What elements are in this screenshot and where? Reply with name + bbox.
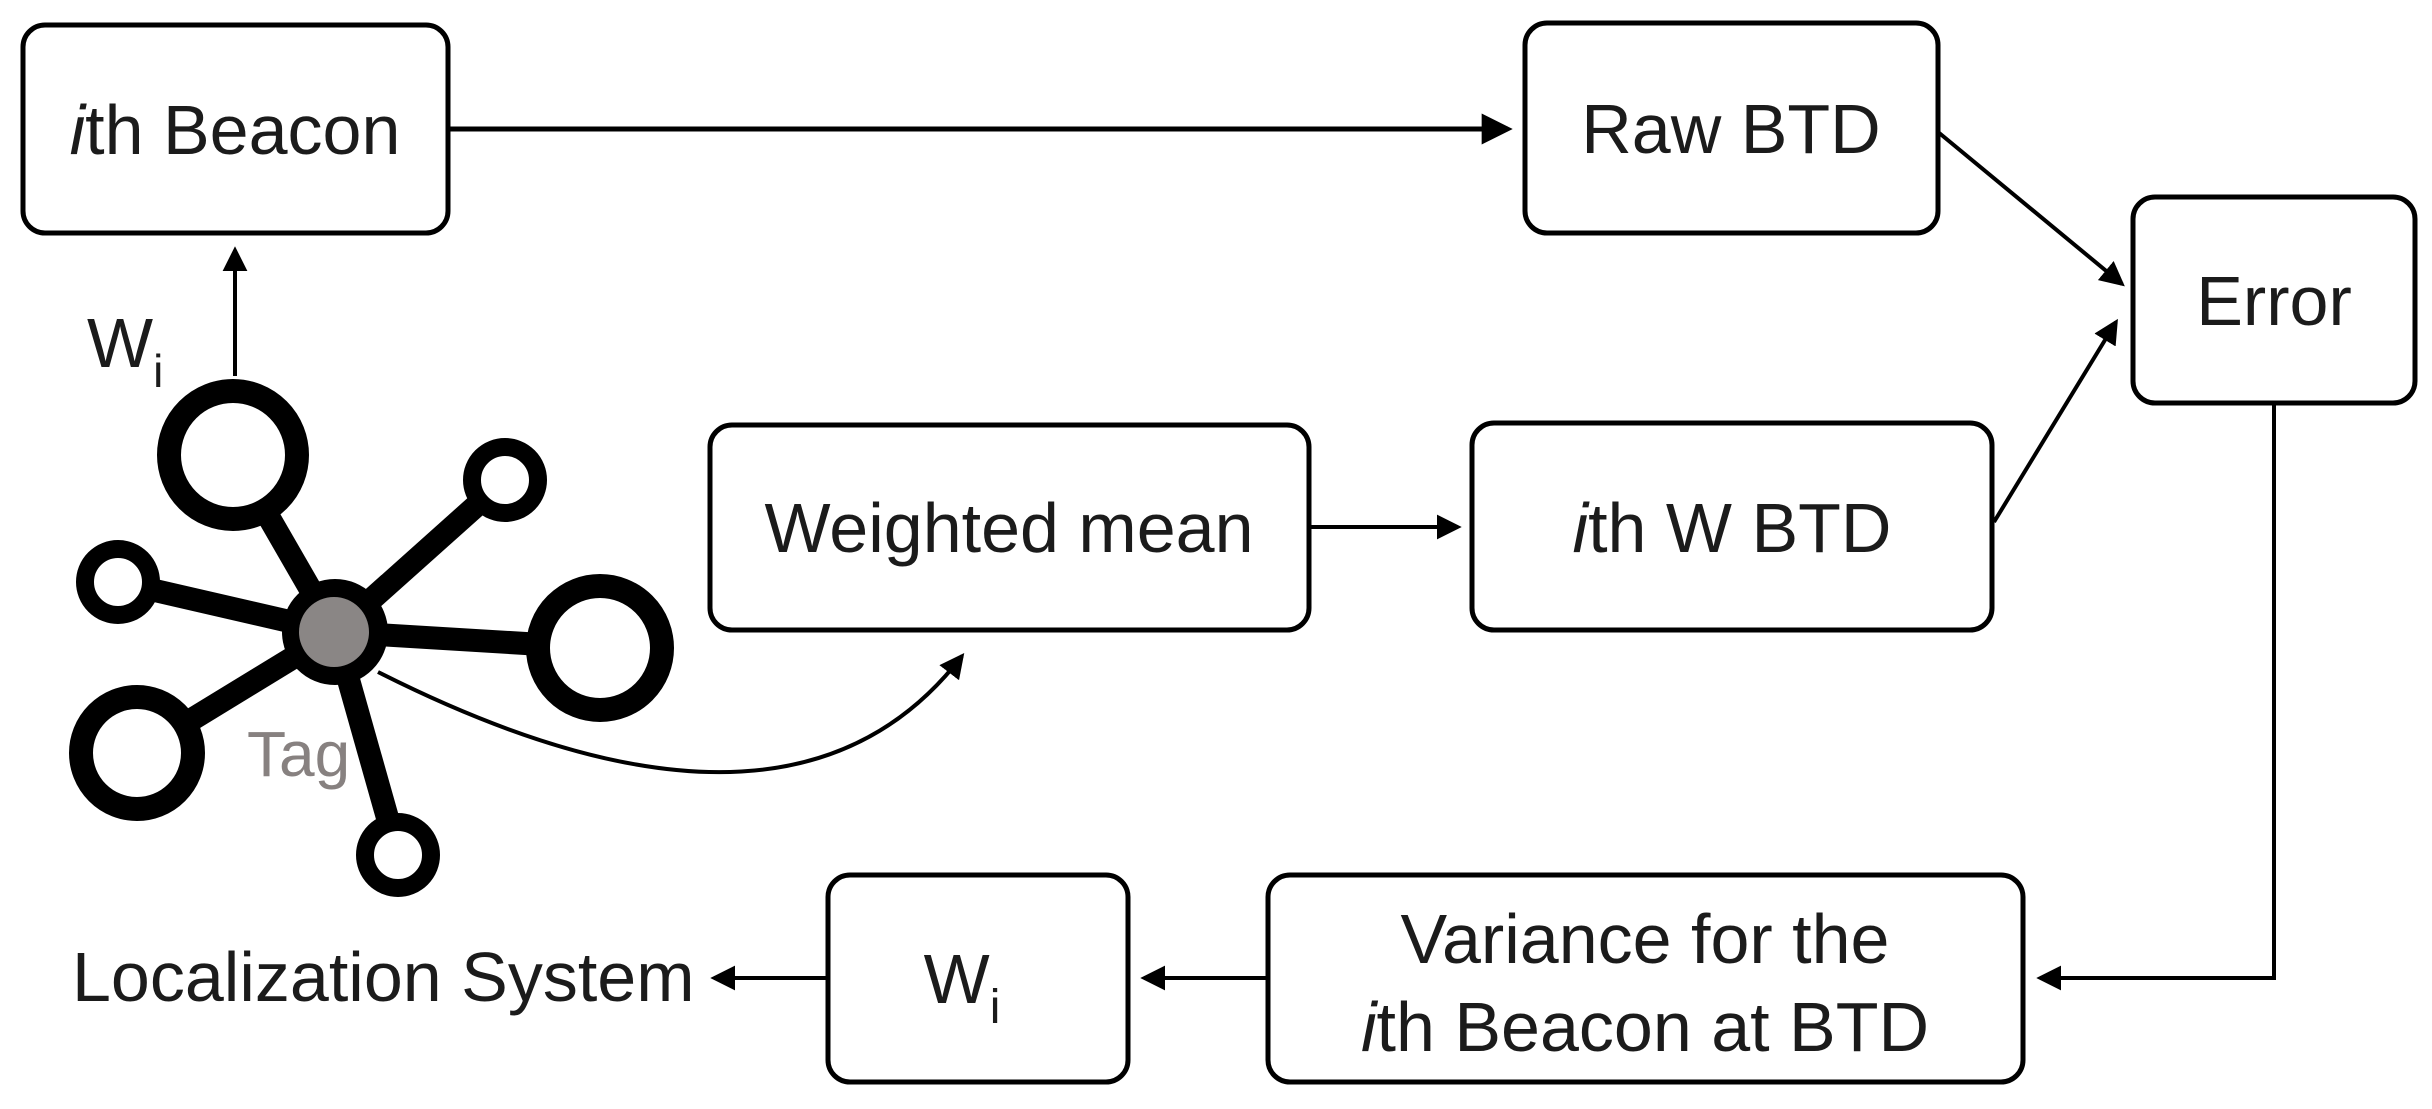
node-variance: Variance for the ith Beacon at BTD (1265, 872, 2026, 1085)
ith-w-btd-box (1469, 420, 1995, 633)
ith-beacon-box (20, 22, 451, 236)
tag-hub-icon (299, 597, 369, 667)
raw-btd-box (1522, 20, 1941, 236)
beacon-node-right-icon (526, 574, 674, 722)
beacon-node-lower-left-icon (69, 685, 205, 821)
beacon-node-bottom-icon (356, 813, 440, 897)
error-label: Error (2196, 262, 2352, 340)
arrow-weighted-btd-to-error (1992, 318, 2118, 524)
localization-system-label: Localization System (72, 938, 695, 1016)
variance-label-line2: ith Beacon at BTD (1361, 988, 1929, 1066)
node-ith-beacon: ith Beacon (20, 22, 451, 236)
node-raw-btd: Raw BTD (1522, 20, 1941, 236)
weight-wi-label: Wi (924, 940, 1001, 1034)
tag-label: Tag (247, 718, 350, 790)
arrow-tag-to-weighted-mean-curved (377, 653, 965, 775)
beacon-node-upper-right-icon (463, 438, 547, 522)
variance-label-line1: Variance for the (1401, 900, 1890, 978)
error-box (2130, 194, 2418, 406)
weight-label-near-network: Wi (87, 304, 163, 397)
node-weighted-mean: Weighted mean (707, 422, 1312, 633)
arrow-raw-btd-to-error (1936, 130, 2125, 287)
ith-beacon-label: ith Beacon (70, 91, 401, 169)
arrow-error-to-variance (2036, 403, 2276, 991)
node-error: Error (2130, 194, 2418, 406)
raw-btd-label: Raw BTD (1581, 90, 1880, 168)
ith-w-btd-label: ith W BTD (1573, 489, 1892, 567)
beacon-node-top-icon (157, 379, 309, 531)
weighted-mean-box (707, 422, 1312, 633)
weight-wi-box (825, 872, 1131, 1085)
node-weight-wi: Wi (825, 872, 1131, 1085)
variance-box (1265, 872, 2026, 1085)
node-ith-w-btd: ith W BTD (1469, 420, 1995, 633)
weighted-mean-label: Weighted mean (764, 489, 1253, 567)
tag-network-graphic (69, 379, 674, 897)
beacon-node-left-icon (76, 540, 160, 624)
